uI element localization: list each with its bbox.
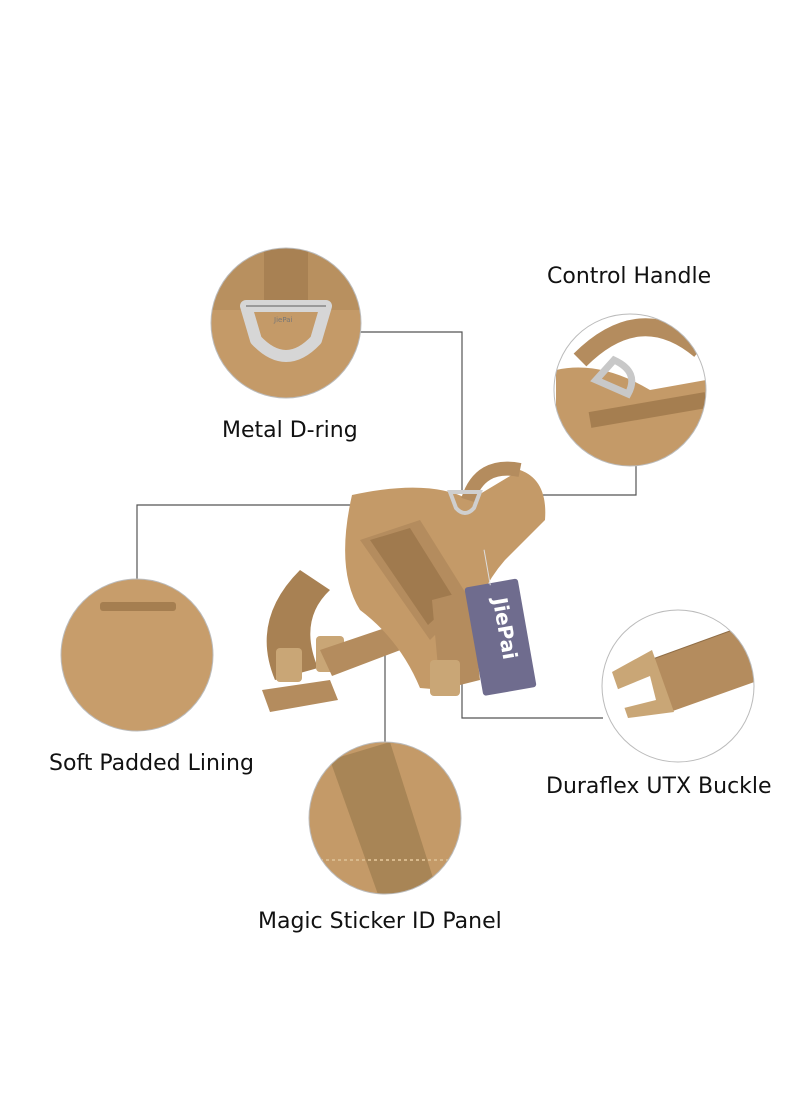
brand-tag: JiePai <box>464 549 537 696</box>
control-handle-leader-line <box>520 460 637 496</box>
ring-engraving: JiePai <box>273 316 293 324</box>
lining-detail-image <box>60 578 214 732</box>
lining-label: Soft Padded Lining <box>49 751 254 776</box>
d-ring-detail-image: JiePai <box>210 247 362 399</box>
control-handle-label: Control Handle <box>547 264 712 289</box>
lining-leader-line <box>136 504 388 580</box>
buckle-label: Duraflex UTX Buckle <box>546 774 772 799</box>
strap-adjuster <box>276 648 302 682</box>
d-ring-leader-line <box>358 331 463 493</box>
leader-lines <box>136 331 637 744</box>
buckle-detail-image <box>601 609 755 763</box>
id-panel-detail-image <box>308 741 462 895</box>
harness-buckle <box>430 660 460 696</box>
id-panel-label: Magic Sticker ID Panel <box>258 909 502 934</box>
buckle-leader-line <box>461 678 603 719</box>
control-handle-detail-image <box>553 313 707 467</box>
harness-image: JiePai <box>262 461 546 712</box>
d-ring-label: Metal D-ring <box>222 418 358 443</box>
